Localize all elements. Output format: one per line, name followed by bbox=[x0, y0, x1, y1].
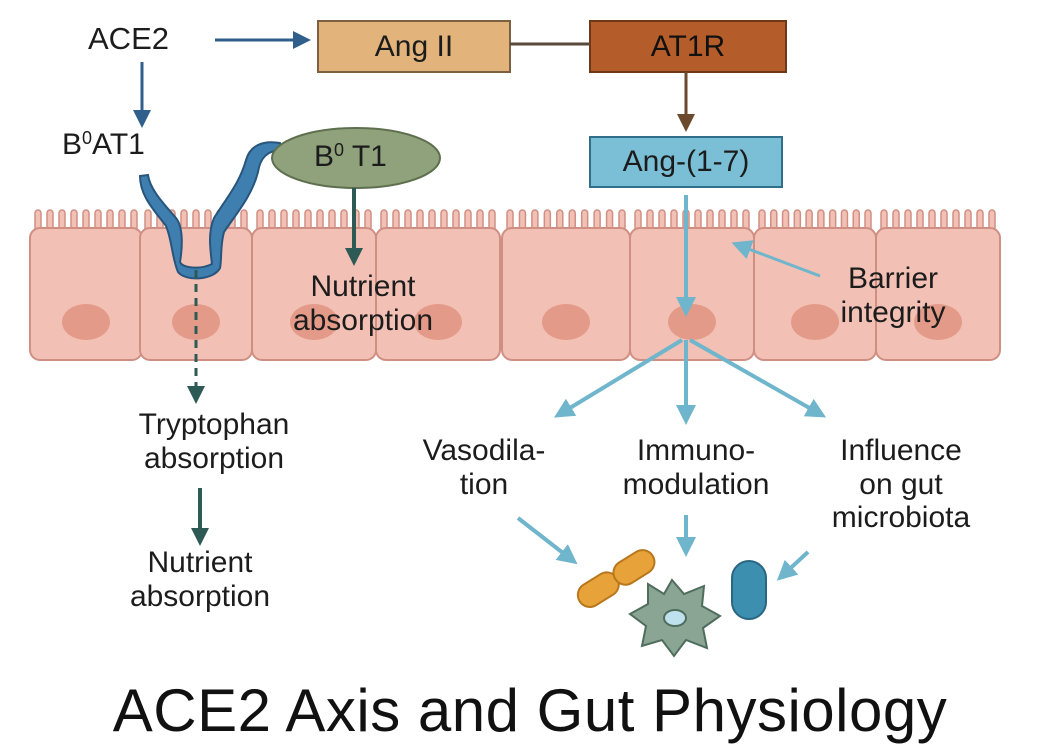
cell-body bbox=[375, 227, 501, 361]
ang-1-7-box bbox=[589, 136, 783, 188]
b0t1-rest: T1 bbox=[351, 140, 387, 173]
barrier-integrity-label: Barrier integrity bbox=[818, 262, 968, 329]
cell-nucleus bbox=[62, 304, 110, 340]
arrow-to-influence bbox=[689, 338, 827, 418]
vasodilation-label: Vasodila- tion bbox=[398, 434, 570, 501]
immunomodulation-label: Immuno- modulation bbox=[596, 434, 796, 501]
b0at1-superscript: 0 bbox=[82, 128, 93, 149]
epithelial-cell bbox=[375, 209, 501, 361]
vasodilation-line1: Vasodila- bbox=[422, 434, 546, 467]
influence-line1: Influence bbox=[840, 434, 962, 467]
tryptophan-line1: Tryptophan bbox=[138, 408, 290, 441]
b0t1-base: B bbox=[314, 140, 335, 173]
page-title: ACE2 Axis and Gut Physiology bbox=[112, 677, 948, 744]
ang-ii-box bbox=[317, 20, 511, 73]
at1r-label: AT1R bbox=[650, 29, 726, 63]
ang-ii-label: Ang II bbox=[374, 29, 454, 63]
nutrient-absorption-top-line1: Nutrient bbox=[310, 270, 416, 303]
arrow-to-vasodilation bbox=[554, 338, 684, 418]
immuno-line2: modulation bbox=[622, 467, 770, 501]
influence-microbiota-label: Influence on gut microbiota bbox=[800, 434, 1002, 535]
b0at1-base: B bbox=[62, 128, 83, 161]
nutrient-absorption-bottom-line2: absorption bbox=[129, 579, 271, 613]
tryptophan-line2: absorption bbox=[143, 441, 285, 475]
barrier-line1: Barrier bbox=[847, 262, 938, 295]
cell-nucleus bbox=[290, 304, 338, 340]
b0at1-rest: AT1 bbox=[92, 128, 145, 161]
cell-body bbox=[29, 227, 143, 361]
nutrient-absorption-top-line2: absorption bbox=[292, 303, 434, 337]
nutrient-absorption-bottom: Nutrient absorption bbox=[116, 546, 284, 613]
cell-nucleus bbox=[414, 304, 462, 340]
ace2-label: ACE2 bbox=[88, 21, 169, 56]
epithelial-cell bbox=[629, 209, 755, 361]
at1r-box bbox=[589, 20, 787, 73]
cell-nucleus bbox=[914, 304, 962, 340]
rod-bacterium bbox=[576, 549, 656, 608]
epithelial-cell bbox=[501, 209, 631, 361]
arrow-barrier-pointer bbox=[731, 240, 821, 278]
vasodilation-line2: tion bbox=[459, 467, 509, 501]
ang-1-7-label: Ang-(1-7) bbox=[622, 145, 750, 178]
b0t1-superscript: 0 bbox=[334, 140, 345, 161]
tryptophan-absorption-label: Tryptophan absorption bbox=[108, 408, 320, 475]
epithelial-cell bbox=[29, 209, 143, 361]
cell-nucleus bbox=[542, 304, 590, 340]
cell-nucleus bbox=[791, 304, 839, 340]
capsule-bacterium bbox=[731, 560, 767, 620]
influence-line3: microbiota bbox=[831, 501, 971, 535]
star-microbe-core bbox=[663, 609, 687, 627]
b0t1-label: B0 T1 bbox=[314, 140, 387, 174]
arrow-influence-to-microbes bbox=[776, 550, 810, 581]
cell-nucleus bbox=[668, 304, 716, 340]
nutrient-absorption-top: Nutrient absorption bbox=[280, 270, 446, 337]
b0at1-label: B0AT1 bbox=[62, 128, 145, 162]
epithelial-cell bbox=[875, 209, 1001, 361]
cell-body bbox=[501, 227, 631, 361]
cell-body bbox=[875, 227, 1001, 361]
influence-line2: on gut bbox=[859, 467, 943, 501]
arrow-vasodilation-to-microbes bbox=[516, 516, 578, 565]
nutrient-absorption-bottom-line1: Nutrient bbox=[147, 546, 253, 579]
barrier-line2: integrity bbox=[840, 295, 946, 329]
immuno-line1: Immuno- bbox=[636, 434, 756, 467]
cell-nucleus bbox=[172, 304, 220, 340]
